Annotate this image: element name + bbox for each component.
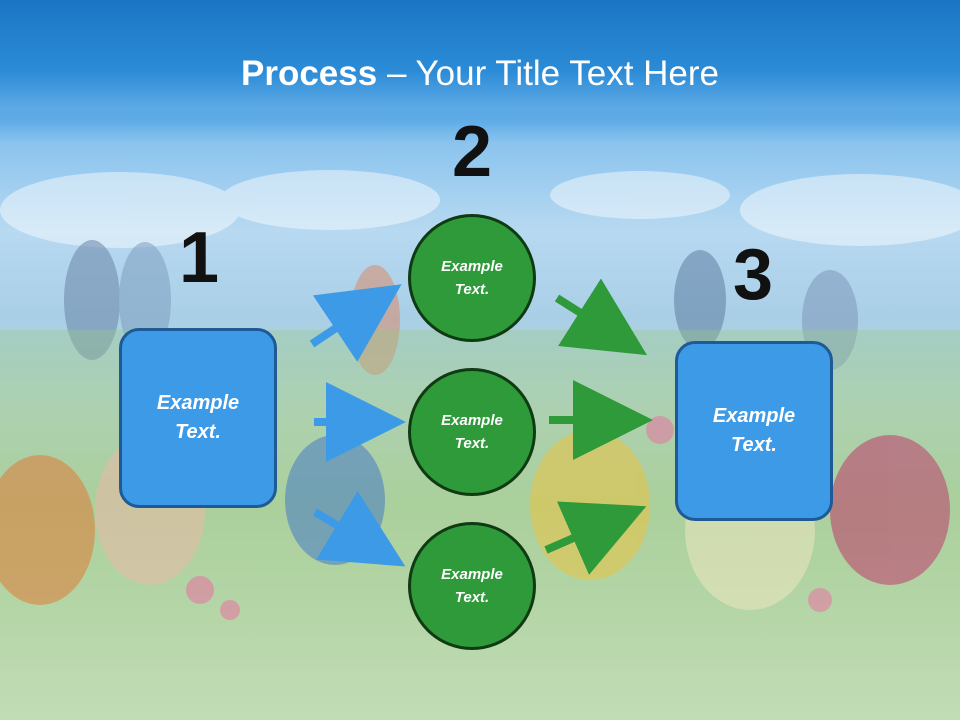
bunny-ear xyxy=(64,240,120,360)
step-2-circle-bottom[interactable]: Example Text. xyxy=(408,522,536,650)
step-number-1: 1 xyxy=(178,218,220,298)
cloud xyxy=(740,174,960,246)
circle-bottom-line-1: Example xyxy=(441,566,503,583)
step-2-circle-middle[interactable]: Example Text. xyxy=(408,368,536,496)
circle-top-line-1: Example xyxy=(441,258,503,275)
step-1-box[interactable]: Example Text. xyxy=(119,328,277,508)
circle-bottom-text: Example Text. xyxy=(441,563,503,609)
step-3-line-2: Text. xyxy=(731,434,777,456)
circle-middle-line-2: Text. xyxy=(454,435,490,452)
title-rest: – Your Title Text Here xyxy=(377,54,719,93)
bunny-ear xyxy=(674,250,726,350)
step-number-3: 3 xyxy=(732,235,774,315)
circle-top-line-2: Text. xyxy=(454,281,490,298)
egg xyxy=(285,435,385,565)
slide-title: Process – Your Title Text Here xyxy=(0,52,960,96)
step-3-text: Example Text. xyxy=(713,402,795,460)
title-bold: Process xyxy=(241,54,378,93)
circle-top-text: Example Text. xyxy=(441,255,503,301)
flower xyxy=(186,576,214,604)
step-1-text: Example Text. xyxy=(157,389,239,447)
step-2-circle-top[interactable]: Example Text. xyxy=(408,214,536,342)
flower xyxy=(220,600,240,620)
egg xyxy=(0,455,95,605)
step-1-line-1: Example xyxy=(156,392,240,414)
circle-middle-line-1: Example xyxy=(441,412,503,429)
cloud xyxy=(0,172,240,248)
cloud xyxy=(220,170,440,230)
circle-bottom-line-2: Text. xyxy=(454,589,490,606)
step-number-2: 2 xyxy=(451,112,493,192)
title-band xyxy=(0,0,960,128)
step-3-line-1: Example xyxy=(712,405,796,427)
step-1-line-2: Text. xyxy=(175,421,221,443)
flower xyxy=(808,588,832,612)
flower xyxy=(646,416,674,444)
egg xyxy=(830,435,950,585)
circle-middle-text: Example Text. xyxy=(441,409,503,455)
cloud xyxy=(550,171,730,219)
step-3-box[interactable]: Example Text. xyxy=(675,341,833,521)
egg xyxy=(530,430,650,580)
